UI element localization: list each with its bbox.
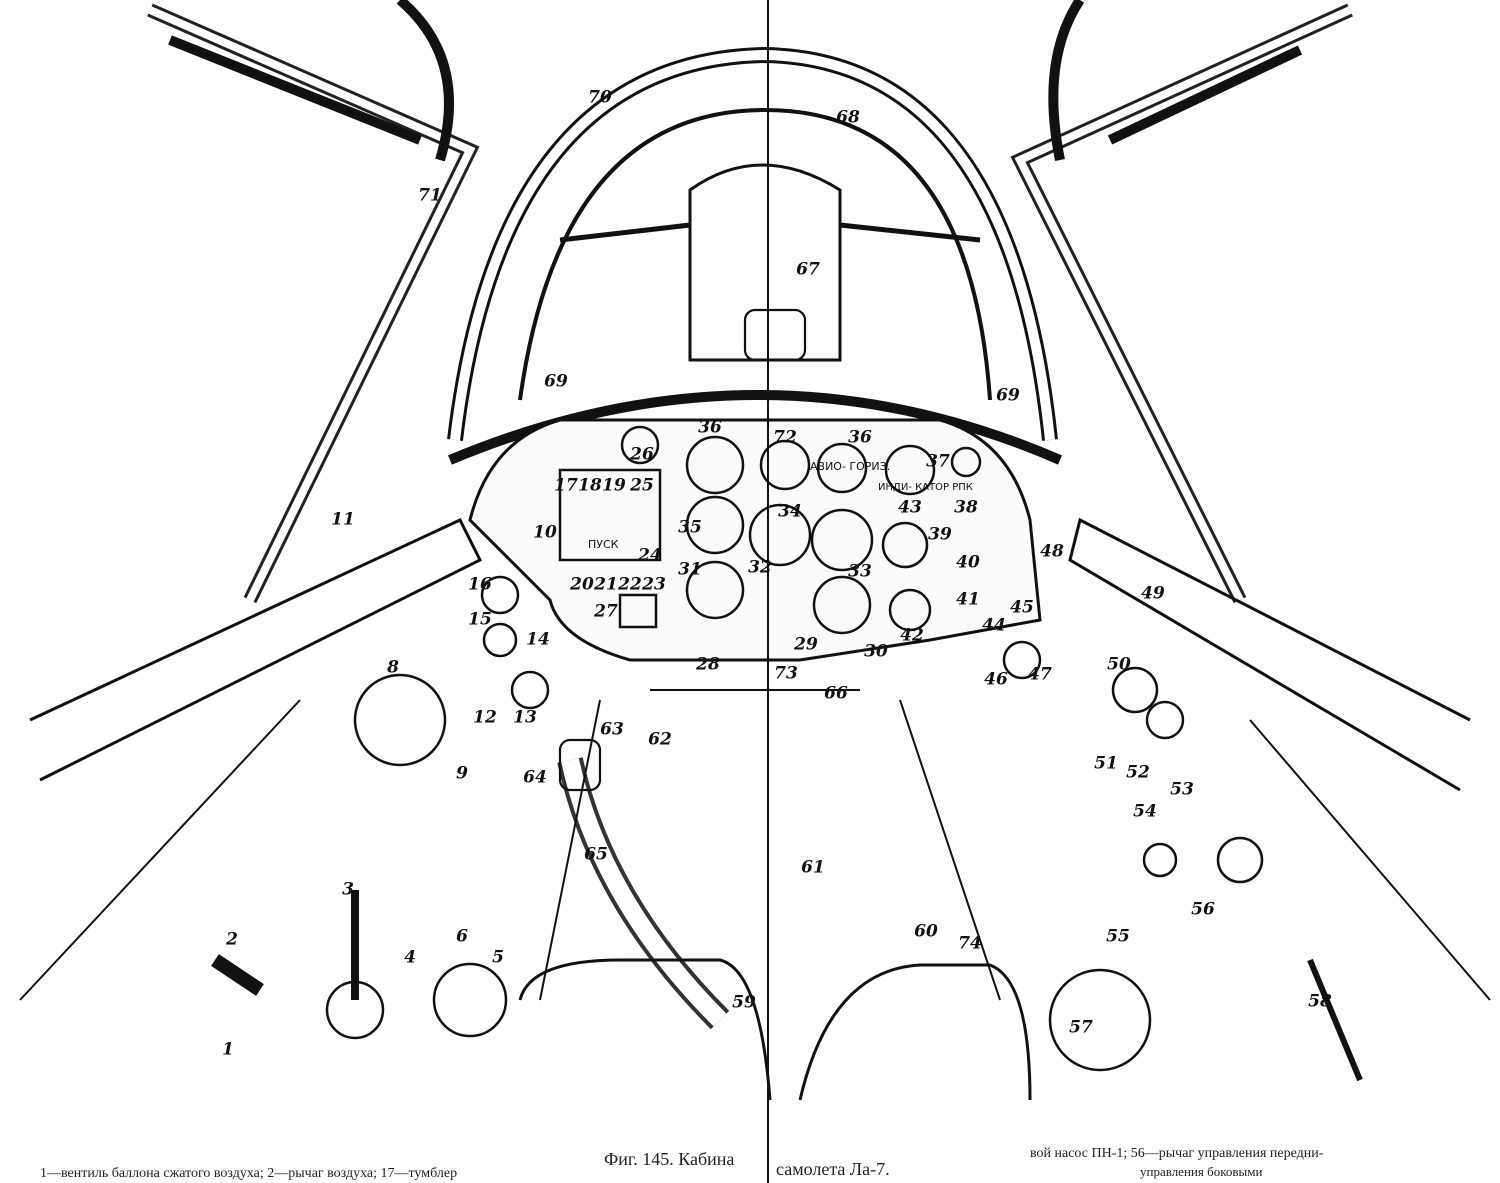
callout-number: 16	[468, 574, 492, 595]
right-console-controls	[1048, 666, 1363, 1082]
callout-number: 71	[418, 185, 442, 206]
callout-number: 64	[523, 767, 547, 788]
callout-number: 72	[773, 427, 797, 448]
callout-number: 8	[387, 657, 399, 678]
control-stick	[557, 738, 730, 1030]
callout-number: 73	[774, 663, 798, 684]
callout-number: 15	[468, 609, 492, 630]
callout-number: 51	[1094, 753, 1118, 774]
callout-number: 33	[848, 561, 872, 582]
callout-number: 3	[342, 879, 354, 900]
callout-number: 35	[678, 517, 702, 538]
callout-number: 59	[732, 992, 756, 1013]
callout-number: 58	[1308, 991, 1332, 1012]
callout-number: 55	[1106, 926, 1130, 947]
callout-number: 62	[648, 729, 672, 750]
callout-number: 28	[696, 654, 720, 675]
callout-number: 11	[331, 509, 355, 530]
legend-right-2: управления боковыми	[1140, 1164, 1263, 1179]
callout-number: 40	[956, 552, 980, 573]
callout-number: 13	[513, 707, 537, 728]
callout-number: 23	[642, 574, 666, 595]
callout-number: 66	[824, 683, 848, 704]
callout-number: 34	[778, 501, 802, 522]
canopy-frame	[147, 0, 1353, 604]
callout-number: 45	[1010, 597, 1034, 618]
callout-number: 4	[404, 947, 416, 968]
callout-number: 27	[594, 601, 618, 622]
callout-number: 52	[1126, 762, 1150, 783]
callout-number: 32	[748, 557, 772, 578]
callout-number: 5	[492, 947, 504, 968]
callout-number: 1	[222, 1039, 234, 1060]
callout-number: 44	[982, 615, 1006, 636]
figure-title-right: самолета Ла-7.	[776, 1159, 890, 1179]
callout-number: 65	[584, 844, 608, 865]
callout-number: 61	[801, 857, 825, 878]
callout-number: 57	[1069, 1017, 1093, 1038]
callout-number: 49	[1141, 583, 1165, 604]
left-console-controls	[211, 673, 508, 1040]
horizon-label: АВИО- ГОРИЗ.	[810, 460, 890, 473]
figure-title-left: Фиг. 145. Кабина	[604, 1149, 735, 1169]
callout-number: 20	[570, 574, 594, 595]
callout-number: 12	[473, 707, 497, 728]
callout-number: 69	[996, 385, 1020, 406]
rpk-label: ИНДИ- КАТОР РПК	[878, 482, 973, 493]
callout-number: 26	[630, 444, 654, 465]
callout-number: 31	[678, 559, 702, 580]
callout-number: 67	[796, 259, 820, 280]
callout-number: 24	[638, 545, 662, 566]
callout-number: 36	[698, 417, 722, 438]
callout-number: 56	[1191, 899, 1215, 920]
callout-number: 36	[848, 427, 872, 448]
callout-number: 46	[984, 669, 1008, 690]
start-button-label: ПУСК	[588, 538, 619, 551]
callout-number: 43	[898, 497, 922, 518]
cockpit-sills	[19, 517, 1491, 1001]
callout-number: 63	[600, 719, 624, 740]
callout-number: 38	[954, 497, 978, 518]
callout-number: 25	[630, 475, 654, 496]
callout-number: 9	[456, 763, 468, 784]
callout-number: 54	[1133, 801, 1157, 822]
callout-number: 17	[554, 475, 578, 496]
callout-number: 50	[1107, 654, 1131, 675]
callout-number: 19	[602, 475, 626, 496]
windscreen-arch	[447, 46, 1058, 441]
callout-number: 37	[926, 451, 950, 472]
callout-number: 69	[544, 371, 568, 392]
callout-number: 39	[928, 524, 952, 545]
callout-number: 10	[533, 522, 557, 543]
callout-number: 18	[578, 475, 602, 496]
callout-number: 6	[456, 926, 468, 947]
callout-number: 47	[1028, 664, 1052, 685]
callout-number: 53	[1170, 779, 1194, 800]
legend-left: 1—вентиль баллона сжатого воздуха; 2—рыч…	[40, 1166, 458, 1181]
callout-number: 74	[958, 933, 982, 954]
callout-number: 70	[588, 87, 612, 108]
callout-number: 29	[794, 634, 818, 655]
seat	[518, 958, 1032, 1101]
callout-number: 21	[594, 574, 618, 595]
callout-number: 22	[618, 574, 642, 595]
instrument-panel	[468, 418, 1042, 710]
callout-number: 68	[836, 107, 860, 128]
callout-number: 14	[526, 629, 550, 650]
callout-number: 41	[956, 589, 980, 610]
callout-number: 2	[226, 929, 238, 950]
floor-channel	[539, 689, 1001, 1001]
callout-number: 30	[864, 641, 888, 662]
legend-right: вой насос ПН-1; 56—рычаг управления пере…	[1030, 1146, 1324, 1161]
callout-number: 48	[1040, 541, 1064, 562]
callout-number: 60	[914, 921, 938, 942]
callout-number: 42	[900, 625, 924, 646]
